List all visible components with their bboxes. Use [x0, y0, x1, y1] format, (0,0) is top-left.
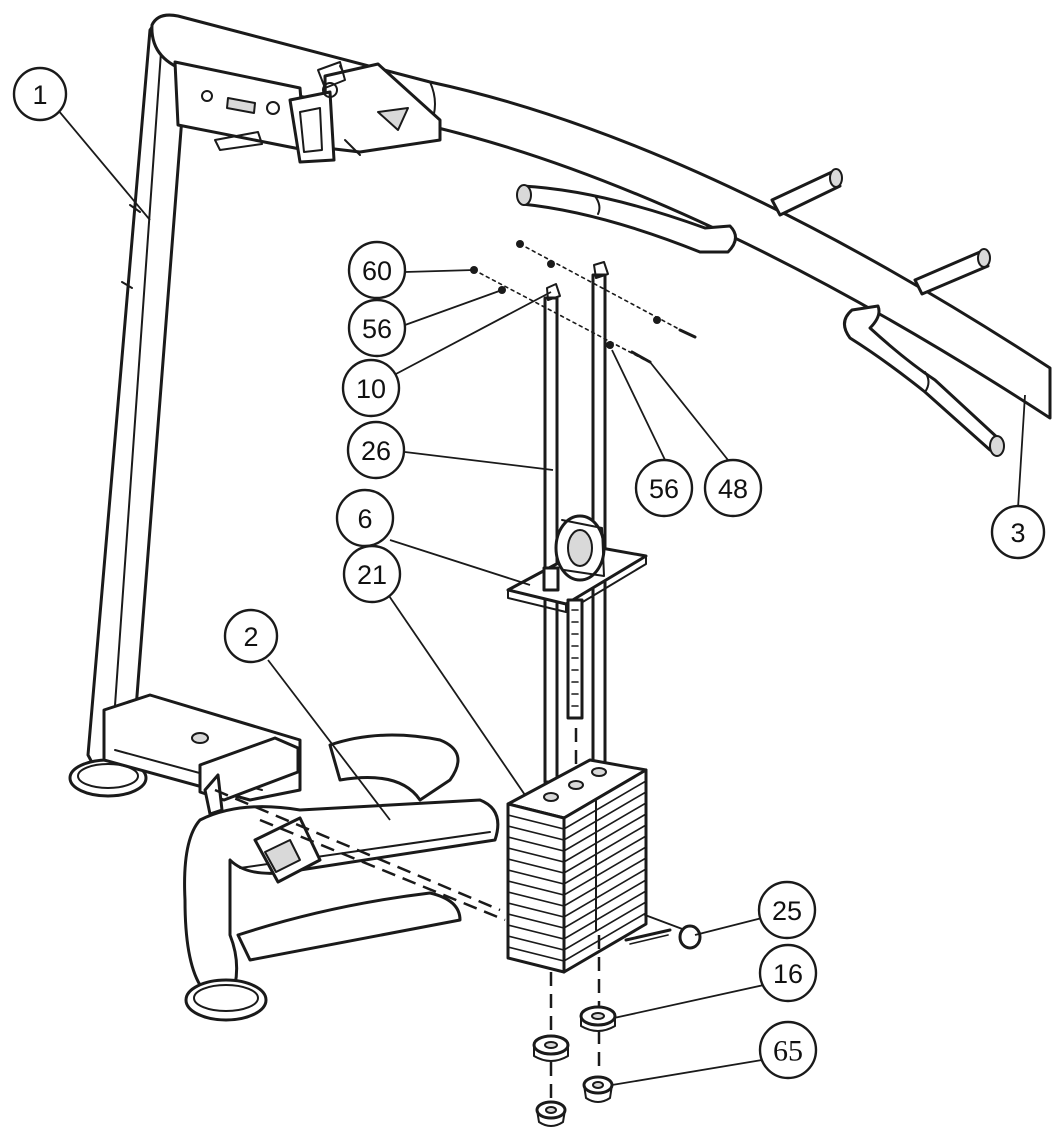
upper-grip-handle: [516, 184, 737, 254]
fastener-row: [470, 240, 697, 364]
callout-65: 65: [758, 1020, 818, 1080]
callout-21: 21: [342, 544, 402, 604]
callout-48: 48: [703, 458, 763, 518]
callout-25: 25: [757, 880, 817, 940]
callout-21-label: 21: [357, 560, 387, 590]
callout-25-label: 25: [772, 896, 802, 926]
callout-2-label: 2: [243, 622, 258, 652]
callout-26: 26: [346, 420, 406, 480]
weight-stack: [506, 758, 648, 974]
arm-pegs: [770, 168, 991, 296]
callout-48-label: 48: [718, 474, 748, 504]
bottom-bushings: [532, 935, 617, 1127]
callout-56-lower: 56: [634, 458, 694, 518]
callout-1-label: 1: [32, 80, 47, 110]
callout-6-label: 6: [357, 504, 372, 534]
callout-56-lower-label: 56: [649, 474, 679, 504]
top-arm: [150, 13, 1052, 420]
callout-26-label: 26: [361, 436, 391, 466]
selector-pin: [624, 914, 702, 950]
callout-3: 3: [990, 504, 1046, 560]
callout-60: 60: [347, 240, 407, 300]
callout-10: 10: [341, 358, 401, 418]
callout-3-label: 3: [1010, 518, 1025, 548]
top-plate: [506, 514, 648, 782]
lower-grip-handle: [843, 304, 1005, 457]
base-frame: [102, 693, 506, 1022]
callout-1: 1: [12, 66, 68, 122]
callout-56-upper: 56: [347, 298, 407, 358]
leader-lines: [57, 109, 1026, 1086]
callout-16-label: 16: [773, 959, 803, 989]
callout-56-upper-label: 56: [362, 314, 392, 344]
callout-2: 2: [223, 608, 279, 664]
upright-frame: [68, 15, 190, 798]
callout-10-label: 10: [356, 374, 386, 404]
callout-16: 16: [758, 943, 818, 1003]
callout-60-label: 60: [362, 256, 392, 286]
callout-65-label: 65: [773, 1035, 803, 1068]
callout-6: 6: [335, 488, 395, 548]
